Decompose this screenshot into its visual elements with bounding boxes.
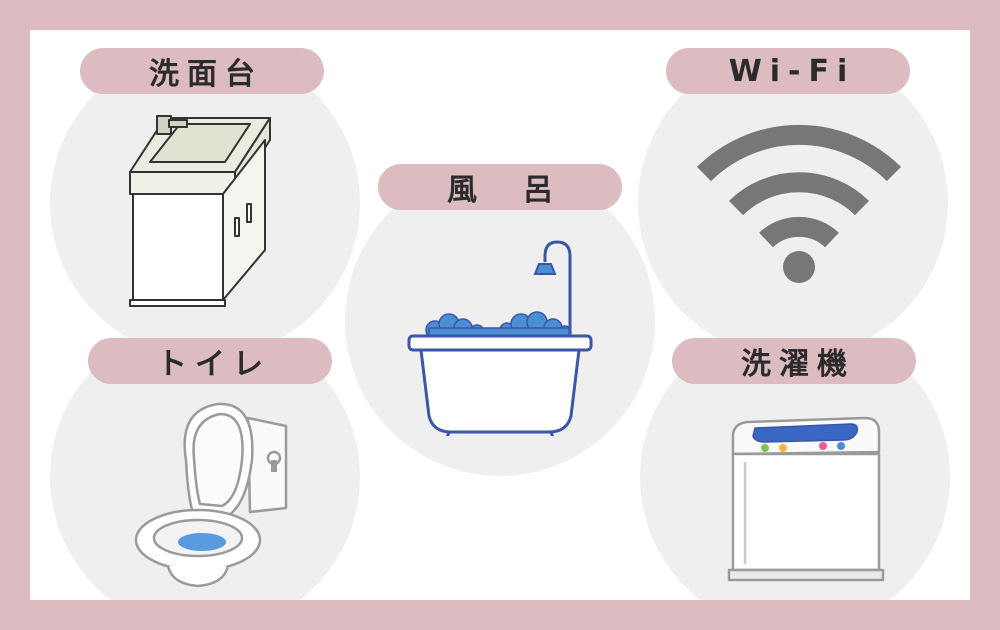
wifi-circle (638, 48, 948, 358)
washing-machine-icon (727, 416, 885, 582)
wifi-label: Wi-Fi (666, 48, 910, 94)
washer-label-text: 洗濯機 (741, 347, 855, 382)
toilet-label: トイレ (88, 338, 332, 384)
wifi-icon (696, 124, 902, 283)
sink-label-text: 洗面台 (149, 57, 263, 92)
bath-label: 風 呂 (378, 164, 622, 210)
bathtub-icon (407, 240, 593, 436)
sink-icon (129, 115, 271, 307)
wifi-label-text: Wi-Fi (728, 53, 856, 89)
toilet-icon (134, 402, 288, 588)
toilet-label-text: トイレ (157, 347, 271, 382)
washer-label: 洗濯機 (672, 338, 916, 384)
bath-label-text: 風 呂 (447, 173, 561, 208)
amenities-panel: 洗面台 Wi-Fi 風 呂 トイレ 洗濯機 (30, 30, 970, 600)
sink-label: 洗面台 (80, 48, 324, 94)
